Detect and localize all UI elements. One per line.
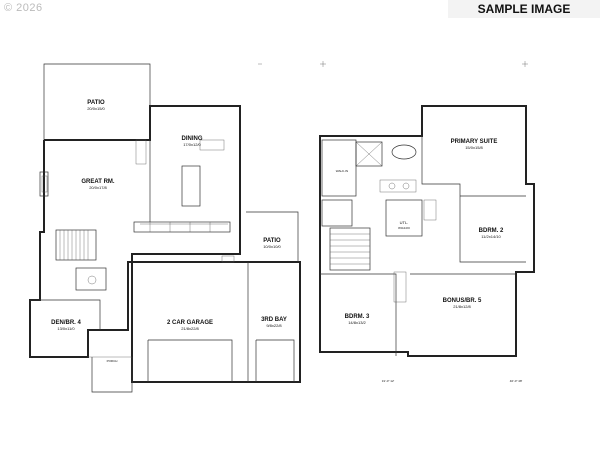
patio-main-label: PATIO (87, 100, 105, 106)
bonus-room-label: BONUS/BR. 5 (443, 298, 482, 304)
den-label: DEN/BR. 4 (51, 320, 81, 326)
registration-marks (258, 61, 528, 67)
garage-label: 2 CAR GARAGE (167, 320, 213, 326)
dining-label: DINING (182, 136, 203, 142)
bonus-room-dim: 21/8x12/8 (453, 304, 471, 309)
great-room-label: GREAT RM. (81, 179, 115, 185)
third-bay-dim: 9/8x22/8 (266, 323, 282, 328)
bedroom-3-label: BDRM. 3 (345, 314, 370, 320)
primary-suite-dim: 15/0x15/8 (465, 145, 483, 150)
copyright-text: © 2026 (4, 2, 43, 14)
footer-right-note: 40'-0" 48' (510, 379, 523, 383)
garage-dim: 21/8x22/8 (181, 326, 199, 331)
utility-dim: 8/0x10/0 (398, 226, 410, 230)
walk-in-label: WALK-IN (336, 169, 348, 173)
patio-side-label: PATIO (263, 238, 281, 244)
porch-label: PORCH (107, 359, 118, 363)
patio-main-dim: 20/0x15/0 (87, 106, 105, 111)
dining-dim: 17/0x12/0 (183, 142, 201, 147)
upper-floor-plan (319, 105, 535, 357)
primary-suite-label: PRIMARY SUITE (451, 139, 498, 145)
den-dim: 13/0x11/0 (57, 326, 75, 331)
bedroom-2-label: BDRM. 2 (479, 228, 504, 234)
bedroom-2-dim: 11/2x14/10 (481, 234, 501, 239)
sample-image-banner: SAMPLE IMAGE (448, 0, 600, 18)
main-floor-plan (29, 63, 301, 393)
footer-left-note: 31'-0" 12' (382, 379, 395, 383)
great-room-dim: 20/0x17/8 (89, 185, 107, 190)
third-bay-label: 3RD BAY (261, 317, 287, 323)
room-labels: PATIO 20/0x15/0 DINING 17/0x12/0 GREAT R… (51, 100, 522, 383)
patio-side-dim: 10/0x10/0 (263, 244, 281, 249)
bedroom-3-dim: 14/8x13/2 (348, 320, 366, 325)
utility-label: UTL. (400, 220, 409, 225)
